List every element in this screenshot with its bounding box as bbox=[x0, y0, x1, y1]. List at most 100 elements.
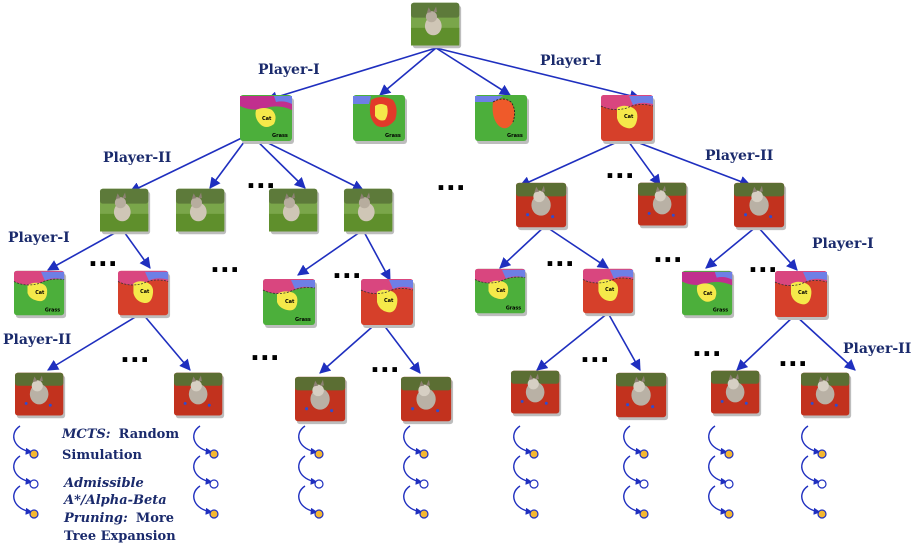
rollout-arc bbox=[708, 455, 728, 485]
ellipsis: ... bbox=[605, 155, 635, 185]
l3-node bbox=[774, 270, 830, 321]
player-label: Player-I bbox=[812, 236, 874, 252]
rollout-state-dot bbox=[419, 449, 429, 459]
rollout-arc bbox=[193, 485, 213, 515]
l3-node bbox=[682, 270, 735, 319]
l2-node bbox=[516, 182, 569, 231]
rollout-state-dot bbox=[314, 479, 324, 489]
rollout-state-dot bbox=[817, 509, 827, 519]
rollout-state-dot bbox=[529, 449, 539, 459]
l4-node bbox=[15, 372, 66, 419]
l4-node bbox=[711, 370, 762, 417]
l2-node bbox=[734, 182, 787, 231]
l4-node bbox=[295, 376, 348, 425]
rollout-state-dot bbox=[724, 449, 734, 459]
l4-node bbox=[616, 372, 669, 421]
rollout-arc bbox=[13, 455, 33, 485]
rollout-arc bbox=[403, 485, 423, 515]
l1-node bbox=[240, 95, 294, 144]
rollout-state-dot bbox=[817, 479, 827, 489]
player-label: Player-I bbox=[8, 230, 70, 246]
rollout-arc bbox=[513, 455, 533, 485]
l2-node bbox=[176, 188, 227, 235]
tree-edges bbox=[47, 47, 856, 374]
rollout-arc bbox=[403, 425, 423, 455]
rollout-state-dot bbox=[817, 449, 827, 459]
ellipsis-marks: ... ... ... ... ... ... ... ... ... ... … bbox=[88, 155, 808, 379]
l1-node bbox=[353, 95, 407, 144]
ellipsis: ... bbox=[250, 337, 280, 367]
rollout-state-dot bbox=[29, 479, 39, 489]
l1-node bbox=[474, 94, 530, 145]
rollout-state-dot bbox=[29, 449, 39, 459]
rollout-state-dot bbox=[639, 449, 649, 459]
ellipsis: ... bbox=[545, 243, 575, 273]
l3-node bbox=[474, 268, 528, 317]
player-label: Player-I bbox=[540, 53, 602, 69]
l4-node bbox=[401, 376, 454, 425]
legend: MCTS: Random Simulation Admissible A*/Al… bbox=[61, 425, 179, 544]
rollout-state-dot bbox=[209, 479, 219, 489]
ellipsis: ... bbox=[748, 249, 778, 279]
ellipsis: ... bbox=[778, 343, 808, 373]
rollout-state-dot bbox=[639, 509, 649, 519]
legend-mcts: MCTS: Random bbox=[61, 425, 179, 442]
rollout-state-dot bbox=[419, 479, 429, 489]
legend-mcts-line2: Simulation bbox=[62, 448, 143, 463]
rollout-state-dot bbox=[29, 509, 39, 519]
l3-node bbox=[117, 270, 171, 319]
legend-admissible-line1: Admissible bbox=[62, 476, 144, 491]
player-label: Player-I bbox=[258, 62, 320, 78]
l3-node bbox=[13, 270, 67, 319]
ellipsis: ... bbox=[120, 339, 150, 369]
rollout-arc bbox=[298, 455, 318, 485]
player-label: Player-II bbox=[3, 332, 71, 348]
rollout-state-dot bbox=[724, 509, 734, 519]
legend-admissible-line2: A*/Alpha-Beta bbox=[62, 493, 167, 508]
legend-pruning-rest: More bbox=[136, 511, 174, 526]
ellipsis: ... bbox=[332, 255, 362, 285]
rollout-state-dot bbox=[209, 449, 219, 459]
player-label: Player-II bbox=[103, 150, 171, 166]
rollout-state-dot bbox=[314, 449, 324, 459]
legend-pruning-line2: Tree Expansion bbox=[64, 529, 176, 544]
l2-node bbox=[100, 188, 151, 235]
rollout-arc bbox=[513, 425, 533, 455]
rollout-arc bbox=[623, 485, 643, 515]
ellipsis: ... bbox=[580, 339, 610, 369]
rollout-arc bbox=[801, 455, 821, 485]
l4-node bbox=[511, 370, 562, 417]
ellipsis: ... bbox=[88, 243, 118, 273]
ellipsis: ... bbox=[692, 333, 722, 363]
l2-node bbox=[638, 182, 689, 229]
l3-node bbox=[262, 278, 318, 329]
l3-node bbox=[360, 278, 416, 329]
legend-pruning-italic: Pruning: bbox=[63, 511, 128, 526]
rollout-arc bbox=[708, 425, 728, 455]
l3-node bbox=[582, 268, 636, 317]
rollout-arc bbox=[513, 485, 533, 515]
l4-node bbox=[801, 372, 852, 419]
rollout-state-dot bbox=[724, 479, 734, 489]
root-node bbox=[411, 2, 462, 49]
rollout-arc bbox=[13, 485, 33, 515]
rollout-arc bbox=[623, 455, 643, 485]
rollout-arc bbox=[298, 425, 318, 455]
rollout-state-dot bbox=[419, 509, 429, 519]
player-labels: Player-I Player-I Player-II Player-II Pl… bbox=[3, 53, 911, 357]
ellipsis: ... bbox=[653, 239, 683, 269]
rollout-state-dot bbox=[639, 479, 649, 489]
ellipsis: ... bbox=[210, 249, 240, 279]
ellipsis: ... bbox=[370, 349, 400, 379]
rollout-state-dot bbox=[529, 509, 539, 519]
rollout-state-dot bbox=[314, 509, 324, 519]
legend-mcts-rest: Random bbox=[119, 427, 180, 442]
rollout-arc bbox=[193, 425, 213, 455]
l4-node bbox=[174, 372, 225, 419]
rollout-state-dot bbox=[529, 479, 539, 489]
rollout-arc bbox=[801, 425, 821, 455]
rollout-arc bbox=[13, 425, 33, 455]
rollout-arc bbox=[193, 455, 213, 485]
l2-node bbox=[344, 188, 395, 235]
